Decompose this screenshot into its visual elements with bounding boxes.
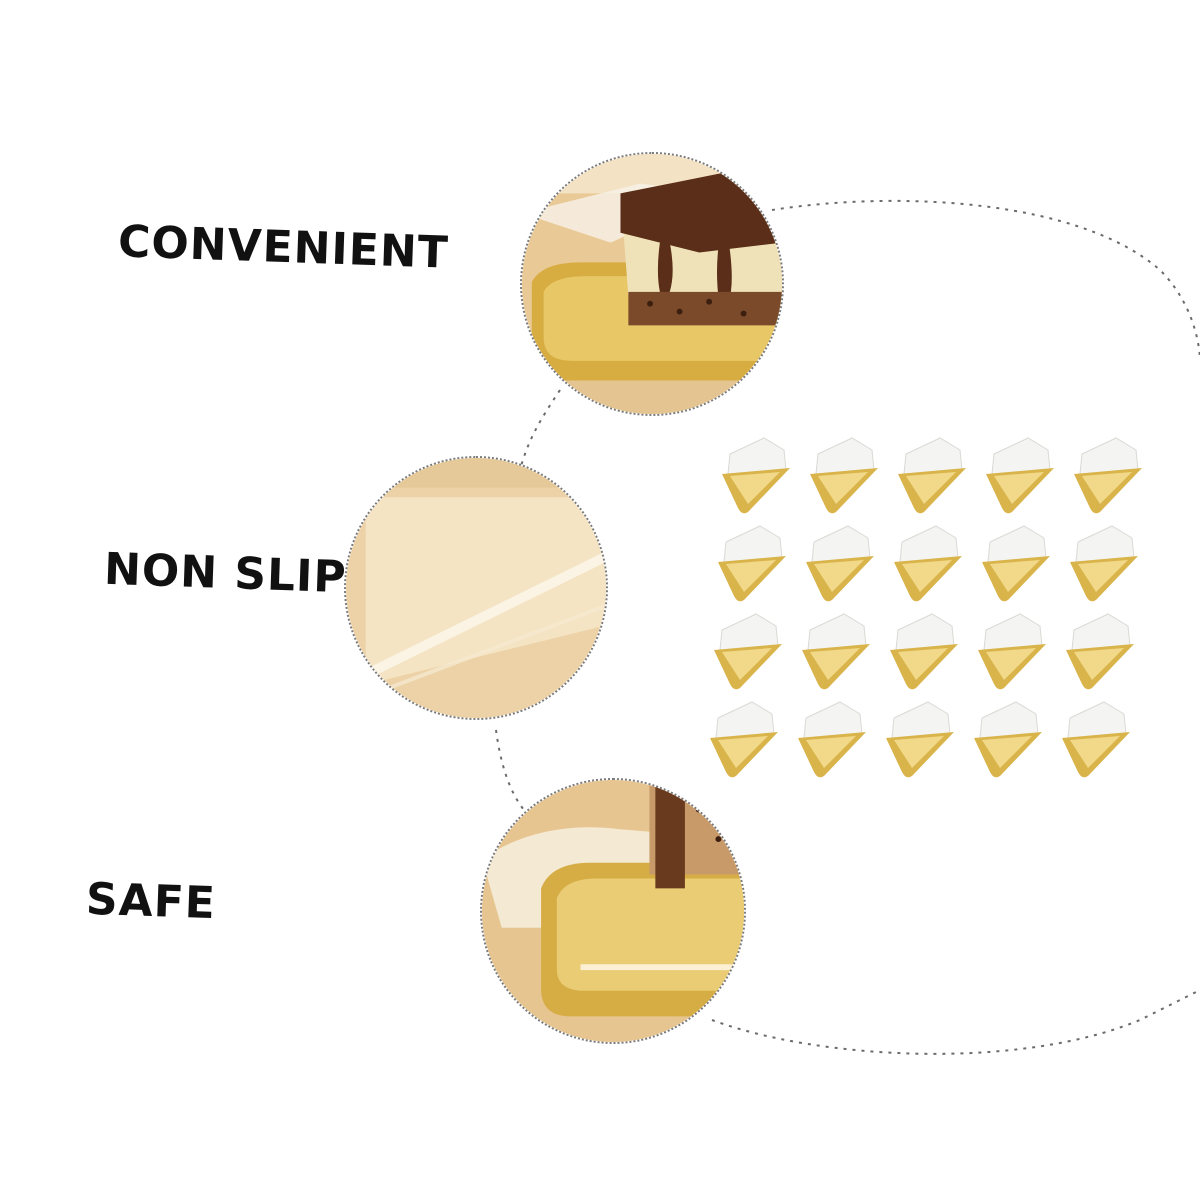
cake-slice-closeup-image [522,154,782,414]
cake-slice-box-icon [890,613,958,690]
zoom-circle-safe [480,778,746,1044]
cake-slice-box-icon [798,701,866,778]
feature-label-safe: SAFE [85,873,217,930]
zoom-circle-cake-slice [520,152,784,416]
cake-slice-box-icon [722,437,790,514]
cake-slice-box-icon [1066,613,1134,690]
non-slip-surface-closeup-image [346,458,606,718]
cake-slice-box-icon [1062,701,1130,778]
cake-slice-box-icon [714,613,782,690]
cake-slice-box-icon [974,701,1042,778]
cake-slice-box-icon [886,701,954,778]
cake-slice-box-icon [802,613,870,690]
zoom-circle-non-slip [344,456,608,720]
cake-slice-box-icon [898,437,966,514]
cake-slice-box-icon [1070,525,1138,602]
cake-slice-box-icon [978,613,1046,690]
cake-slice-box-icon [982,525,1050,602]
cake-slice-box-icon [894,525,962,602]
cake-slice-box-icon [718,525,786,602]
feature-label-non-slip: NON SLIP [103,543,348,604]
cake-slice-box-icon [806,525,874,602]
safe-tray-closeup-image [482,780,744,1042]
cake-slice-box-icon [986,437,1054,514]
cake-slice-box-icon [710,701,778,778]
product-grid [710,437,1142,778]
cake-slice-box-icon [810,437,878,514]
cake-slice-box-icon [1074,437,1142,514]
